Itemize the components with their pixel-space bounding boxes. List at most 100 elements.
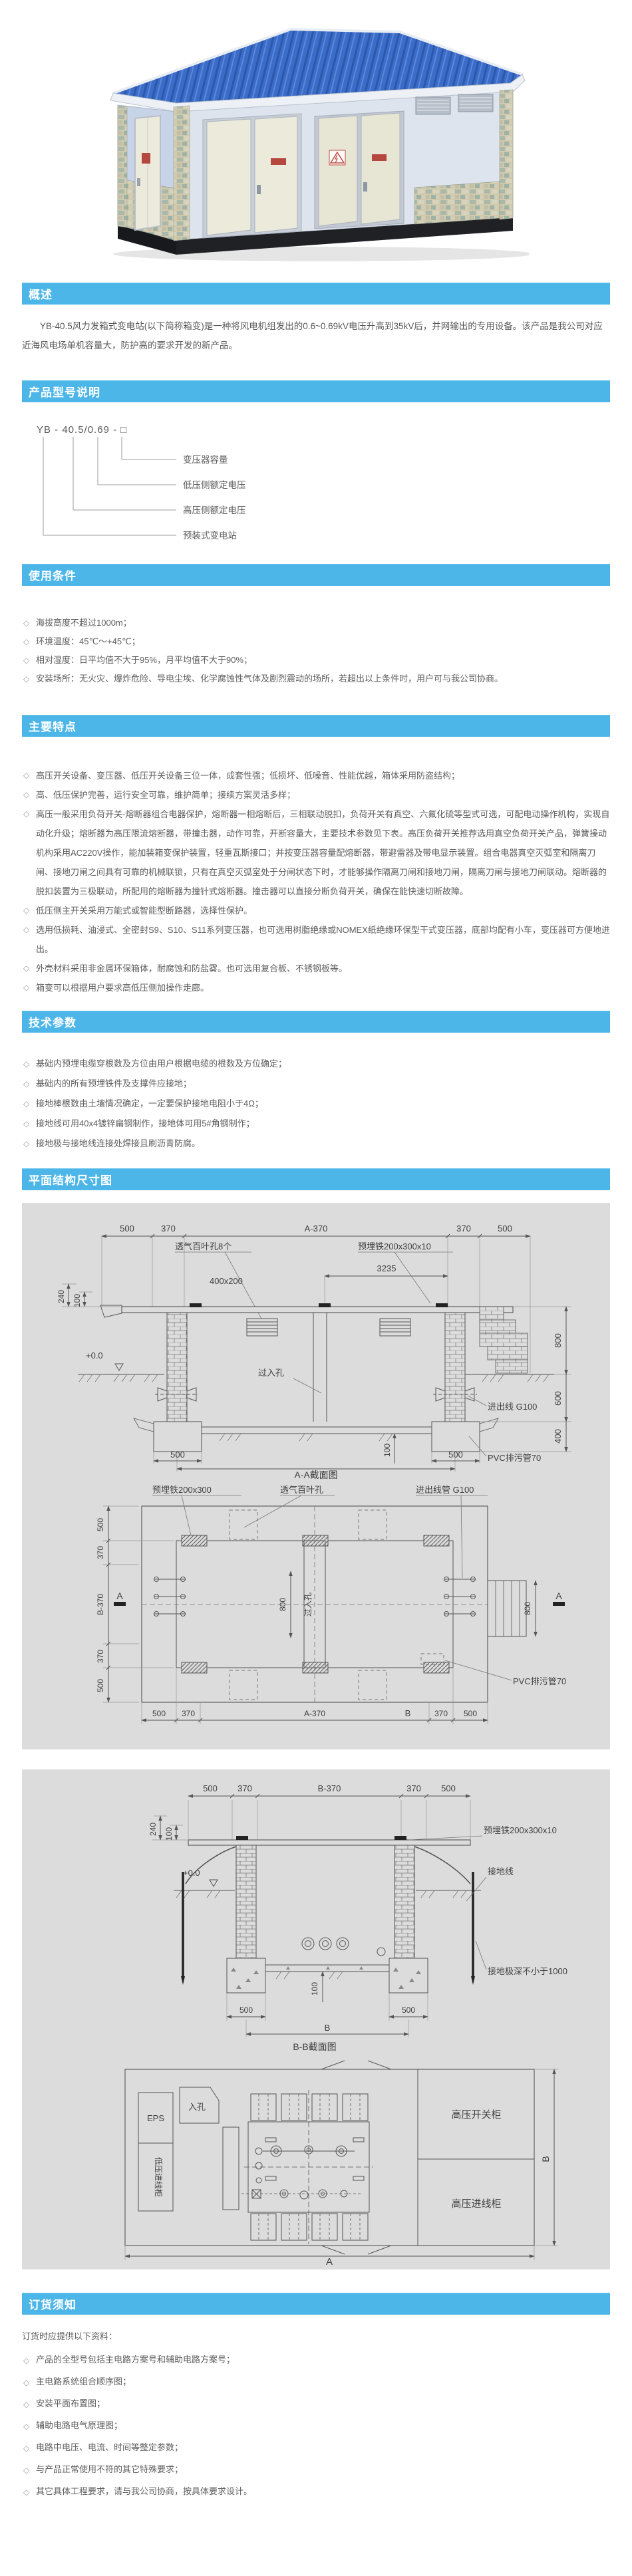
tech-list: ◇基础内预埋电缆穿根数及方位由用户根据电缆的根数及方位确定； ◇基础内的所有预埋… (0, 1054, 632, 1154)
diamond-bullet: ◇ (23, 656, 30, 665)
stone-pillar-far-left (117, 105, 128, 228)
break-marks (321, 2060, 392, 2255)
diamond-bullet: ◇ (23, 2444, 30, 2453)
cabinet-label: 高压开关柜 (451, 2109, 501, 2121)
dim-label: 240 (148, 1823, 158, 1836)
diamond-bullet: ◇ (23, 1059, 30, 1069)
section-title: 订货须知 (29, 2299, 77, 2311)
diamond-bullet: ◇ (23, 2422, 30, 2431)
list-item: ◇产品的全型号包括主电路方案号和辅助电路方案号； (22, 2349, 610, 2371)
section-header-overview: 概述 (22, 283, 610, 305)
callout-label: 过入孔 (303, 1593, 313, 1616)
product-photo (103, 19, 532, 265)
diamond-bullet: ◇ (23, 1079, 30, 1089)
door-sign-red (372, 154, 387, 161)
section-header-ordering: 订货须知 (22, 2293, 610, 2315)
list-item: ◇ 相对湿度：日平均值不大于95%，月平均值不大于90%； (22, 651, 610, 670)
stone-pillar-front-right (499, 89, 514, 220)
callout-label: PVC排污管70 (513, 1676, 566, 1686)
dim-label: 400 (553, 1429, 563, 1444)
ordering-list: ◇产品的全型号包括主电路方案号和辅助电路方案号； ◇主电路系统组合顺序图； ◇安… (0, 2349, 632, 2502)
dim-label: 500 (441, 1783, 456, 1793)
section-header-usage: 使用条件 (22, 564, 610, 586)
front-door-pair-1 (202, 113, 302, 239)
callout-label: 接地线 (488, 1867, 514, 1876)
list-item: ◇ 高、低压保护完善，运行安全可靠，维护简单；接续方案灵活多样； (22, 785, 610, 805)
front-door-pair-2 (314, 110, 404, 229)
list-item-text: 主电路系统组合顺序图； (36, 2377, 132, 2386)
dim-label: 370 (456, 1224, 471, 1233)
bb-section-drawing: 500 370 B-370 370 500 预埋铁200x300x10 240 … (148, 1783, 567, 2052)
door-handle (363, 182, 367, 192)
equipment-layout-drawing: EPS 低压进线柜 入孔 高压开关柜 高压进线柜 B A (124, 2060, 558, 2265)
dim-label: 370 (434, 1709, 448, 1718)
model-code-diagram: YB - 40.5/0.69 - □ 变压器容量 低压侧额定电压 高压侧额定电压… (37, 424, 246, 541)
list-item: ◇海拔高度不超过1000m； (22, 614, 610, 632)
stone-wainscot-right (414, 181, 500, 225)
dim-label: 240 (57, 1290, 66, 1303)
section-mark: B (405, 1708, 411, 1718)
list-item-text: 高压一般采用负荷开关-熔断器组合电器保护，熔断器一相熔断后，三相联动脱扣，负荷开… (36, 809, 610, 896)
diamond-bullet: ◇ (23, 674, 30, 684)
list-item: ◇ 安装场所：无火灾、爆炸危险、导电尘埃、化学腐蚀性气体及剧烈震动的场所，若超出以… (22, 670, 610, 688)
dim-label: 500 (448, 1450, 463, 1460)
list-item-text: 辅助电路电气原理图； (36, 2420, 123, 2430)
diamond-bullet: ◇ (23, 2466, 30, 2475)
section-title: 概述 (29, 289, 53, 301)
base-left (118, 225, 176, 255)
list-item-text: 高、低压保护完善，运行安全可靠，维护简单；接续方案灵活多样； (36, 790, 296, 800)
list-item-text: 箱变可以根据用户要求高低压侧加操作走廊。 (36, 983, 210, 993)
drawing-title: B-B截面图 (293, 2041, 336, 2052)
dim-label: 100 (73, 1294, 82, 1307)
usage-list: ◇海拔高度不超过1000m； ◇环境温度：45℃～+45℃； ◇相对湿度：日平均… (0, 614, 632, 688)
dim-label: 600 (553, 1391, 563, 1406)
lightning-bolt-icon (335, 154, 338, 164)
list-item: ◇ 辅助电路电气原理图； (22, 2414, 610, 2436)
drawing-title: A-A截面图 (294, 1470, 337, 1480)
section-header-model: 产品型号说明 (22, 380, 610, 402)
list-item: ◇与产品正常使用不符的其它特殊要求； (22, 2458, 610, 2480)
dim-label: B (540, 2156, 551, 2162)
dim-label: 370 (406, 1783, 421, 1793)
list-item-text: 基础内的所有预埋铁件及支撑件应接地； (36, 1079, 192, 1089)
dim-label: 370 (96, 1650, 105, 1663)
model-label-capacity: 变压器容量 (183, 454, 228, 465)
callout-label: PVC排污管70 (488, 1453, 541, 1463)
substation-photo-illustration (110, 28, 532, 261)
concrete-speckle (231, 1966, 421, 1989)
dim-label: 370 (161, 1224, 176, 1233)
diamond-bullet: ◇ (23, 790, 30, 799)
diamond-bullet: ◇ (23, 618, 30, 628)
diamond-bullet: ◇ (23, 809, 30, 819)
list-item-text: 接地棒根数由土壤情况确定，一定要保护接地电阻小于4Ω； (36, 1098, 263, 1108)
list-item-text: 相对湿度：日平均值不大于95%，月平均值不大于90%； (36, 655, 253, 665)
level-label: +0.0 (183, 1868, 200, 1878)
dim-label: A (326, 2256, 333, 2265)
diamond-bullet: ◇ (23, 1099, 30, 1108)
dim-label: 500 (239, 2005, 253, 2015)
list-item: ◇主电路系统组合顺序图； (22, 2371, 610, 2392)
dim-label: B-370 (96, 1594, 105, 1615)
dim-label: 800 (553, 1333, 563, 1348)
dim-label: 500 (464, 1709, 477, 1718)
drawing-panel-2: 500 370 B-370 370 500 预埋铁200x300x10 240 … (22, 1769, 610, 2269)
dim-label: B-370 (318, 1783, 341, 1793)
overview-paragraph: YB-40.5风力发箱式变电站(以下简称箱变)是一种将风电机组发出的0.6~0.… (22, 321, 603, 350)
dim-label: 500 (203, 1783, 218, 1793)
callout-label: 接地极深不小于1000 (488, 1966, 567, 1976)
diamond-bullet: ◇ (23, 983, 30, 992)
list-item: ◇安装平面布置图； (22, 2392, 610, 2414)
callout-label: 透气百叶孔 (280, 1485, 323, 1495)
dim-label: 100 (383, 1444, 392, 1457)
dim-label: 100 (310, 1982, 319, 1996)
level-label: +0.0 (86, 1351, 103, 1360)
list-item: ◇ 接地棒根数由土壤情况确定，一定要保护接地电阻小于4Ω； (22, 1094, 610, 1114)
list-item-text: 产品的全型号包括主电路方案号和辅助电路方案号； (36, 2355, 236, 2365)
list-item-text: 高压开关设备、变压器、低压开关设备三位一体，成套性强；低损坏、低噪音、性能优越，… (36, 771, 460, 781)
ordering-intro: 订货时应提供以下资料： (22, 2325, 610, 2347)
callout-label: 预埋铁200x300x10 (484, 1825, 557, 1835)
list-item-text: 安装场所：无火灾、爆炸危险、导电尘埃、化学腐蚀性气体及剧烈震动的场所，若超出以上… (36, 674, 504, 684)
list-item: ◇ 高压一般采用负荷开关-熔断器组合电器保护，熔断器一相熔断后，三相联动脱扣，负荷… (22, 805, 610, 901)
dim-label: A-370 (304, 1709, 325, 1718)
eave-band (110, 74, 526, 112)
